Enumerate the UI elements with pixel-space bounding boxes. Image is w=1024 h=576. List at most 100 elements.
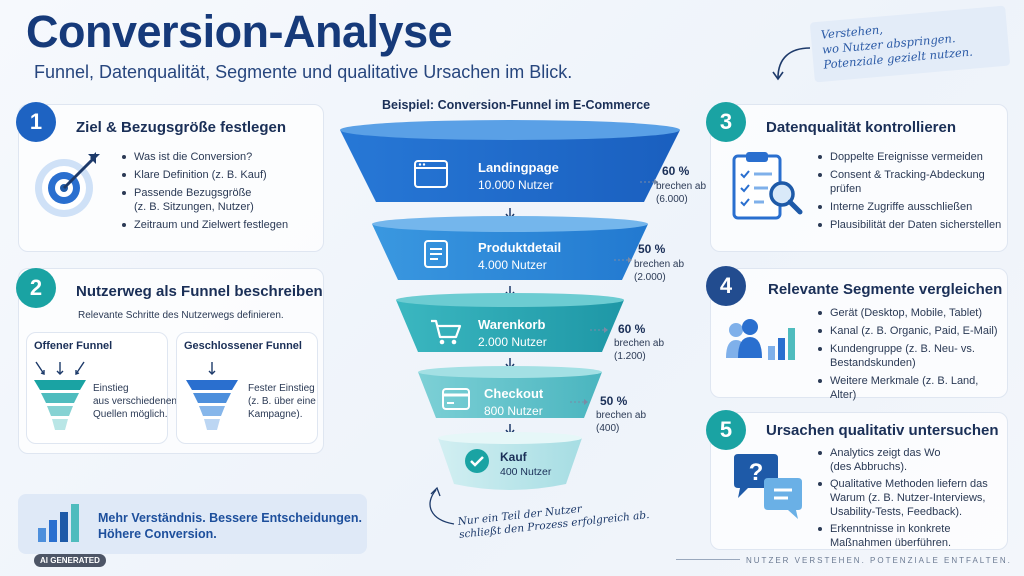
closed-funnel-icon: [186, 362, 238, 430]
list-item: Erkenntnisse in konkrete Maßnahmen überf…: [818, 522, 1004, 550]
dropoff-pct-produktdetail: 50 %: [638, 242, 666, 256]
footer-line-2: Höhere Conversion.: [98, 527, 217, 541]
list-item: Plausibilität der Daten sicherstellen: [818, 218, 1004, 232]
dropoff-count: (6.000): [656, 194, 688, 205]
funnel-stage-landingpage-top: [340, 120, 680, 140]
list-item: Passende Bezugsgröße (z. B. Sitzungen, N…: [122, 186, 312, 214]
section-1-list: Was ist die Conversion? Klare Definition…: [122, 150, 312, 236]
section-1-number: 1: [16, 102, 56, 142]
ai-generated-badge: AI GENERATED: [34, 554, 106, 567]
dropoff-count: (2.000): [634, 272, 666, 283]
dropoff-count: (400): [596, 423, 620, 434]
open-funnel-text-line: aus verschiedenen: [93, 396, 177, 407]
section-5-title: Ursachen qualitativ untersuchen: [766, 422, 999, 439]
checklist-icon: [732, 152, 803, 220]
closed-funnel-text-line: Kampagne).: [248, 409, 303, 420]
funnel-stage-checkout-top: [418, 366, 602, 378]
check-icon: [465, 449, 489, 473]
open-funnel-text-line: Einstieg: [93, 383, 129, 394]
stage-label-produktdetail: Produktdetail: [478, 240, 562, 255]
browser-icon: [414, 160, 448, 188]
section-2-number: 2: [16, 268, 56, 308]
list-item: Klare Definition (z. B. Kauf): [122, 168, 312, 182]
list-item: Kundengruppe (z. B. Neu- vs. Bestandskun…: [818, 342, 1004, 370]
section-4-list: Gerät (Desktop, Mobile, Tablet) Kanal (z…: [818, 306, 1004, 406]
footer-line-1: Mehr Verständnis. Bessere Entscheidungen…: [98, 511, 362, 525]
section-1-title: Ziel & Bezugsgröße festlegen: [76, 119, 287, 136]
open-funnel-text: Einstieg aus verschiedenen Quellen mögli…: [93, 382, 177, 421]
list-item: Interne Zugriffe ausschließen: [818, 200, 1004, 214]
section-2-title: Nutzerweg als Funnel beschreiben: [76, 283, 323, 300]
dropoff-text-landingpage: brechen ab (6.000): [656, 180, 706, 206]
closed-funnel-text-line: (z. B. über eine: [248, 396, 316, 407]
stage-value-warenkorb: 2.000 Nutzer: [478, 335, 547, 349]
funnel-stage-warenkorb-top: [396, 293, 624, 307]
section-4-title: Relevante Segmente vergleichen: [768, 281, 1003, 298]
funnel-stage-kauf-top: [438, 432, 582, 444]
dropoff-pct-warenkorb: 60 %: [618, 322, 646, 336]
stage-label-warenkorb: Warenkorb: [478, 317, 546, 332]
open-funnel-title: Offener Funnel: [34, 340, 113, 352]
section-3-title: Datenqualität kontrollieren: [766, 119, 957, 136]
dropoff-text-line: brechen ab: [634, 259, 685, 270]
funnel-stage-warenkorb: [396, 300, 624, 352]
funnel-stage-checkout: [418, 372, 602, 418]
dropoff-pct-checkout: 50 %: [600, 394, 628, 408]
bottom-slogan: NUTZER VERSTEHEN. POTENZIALE ENTFALTEN.: [746, 556, 1012, 565]
dropoff-text-line: brechen ab: [656, 181, 707, 192]
list-item: Consent & Tracking-Abdeckung prüfen: [818, 168, 1004, 196]
list-item: Was ist die Conversion?: [122, 150, 312, 164]
list-item: Analytics zeigt das Wo (des Abbruchs).: [818, 446, 1004, 474]
open-funnel-icon: [34, 361, 86, 430]
section-2-description: Relevante Schritte des Nutzerwegs defini…: [78, 310, 284, 321]
chat-question-icon: ?: [734, 454, 802, 519]
closed-funnel-title: Geschlossener Funnel: [184, 340, 302, 352]
funnel-title: Beispiel: Conversion-Funnel im E-Commerc…: [382, 98, 651, 112]
list-item: Gerät (Desktop, Mobile, Tablet): [818, 306, 1004, 320]
slogan-divider: [676, 559, 740, 560]
stage-value-landingpage: 10.000 Nutzer: [478, 178, 554, 192]
section-5-list: Analytics zeigt das Wo (des Abbruchs). Q…: [818, 446, 1004, 554]
footer-message: Mehr Verständnis. Bessere Entscheidungen…: [98, 510, 362, 542]
target-icon: [35, 152, 100, 217]
page-subtitle: Funnel, Datenqualität, Segmente und qual…: [34, 62, 573, 82]
list-item: Qualitative Methoden liefern das Warum (…: [818, 477, 1004, 519]
dropoff-text-produktdetail: brechen ab (2.000): [634, 258, 684, 284]
stage-label-checkout: Checkout: [484, 386, 544, 401]
section-5-card: [710, 412, 1008, 550]
section-3-number: 3: [706, 102, 746, 142]
open-funnel-text-line: Quellen möglich.: [93, 409, 168, 420]
stage-label-landingpage: Landingpage: [478, 160, 559, 175]
dropoff-text-line: brechen ab: [614, 338, 665, 349]
dropoff-count: (1.200): [614, 351, 646, 362]
curved-arrow-icon: [772, 47, 811, 81]
card-icon: [442, 388, 470, 410]
closed-funnel-text: Fester Einstieg (z. B. über eine Kampagn…: [248, 382, 316, 421]
dropoff-pct-landingpage: 60 %: [662, 164, 690, 178]
section-3-list: Doppelte Ereignisse vermeiden Consent & …: [818, 150, 1004, 236]
dropoff-text-checkout: brechen ab (400): [596, 409, 646, 435]
list-item: Doppelte Ereignisse vermeiden: [818, 150, 1004, 164]
segments-icon: [726, 319, 795, 360]
dropoff-text-warenkorb: brechen ab (1.200): [614, 337, 664, 363]
section-4-card: [710, 268, 1008, 398]
document-icon: [424, 240, 448, 268]
stage-label-kauf: Kauf: [500, 450, 527, 464]
section-5-number: 5: [706, 410, 746, 450]
closed-funnel-text-line: Fester Einstieg: [248, 383, 315, 394]
cart-icon: [431, 319, 462, 345]
section-4-number: 4: [706, 266, 746, 306]
list-item: Kanal (z. B. Organic, Paid, E-Mail): [818, 324, 1004, 338]
stage-value-produktdetail: 4.000 Nutzer: [478, 258, 547, 272]
svg-text:?: ?: [749, 459, 764, 486]
funnel-stage-produktdetail-top: [372, 216, 648, 232]
stage-value-checkout: 800 Nutzer: [484, 404, 543, 418]
dropoff-text-line: brechen ab: [596, 410, 647, 421]
list-item: Weitere Merkmale (z. B. Land, Alter): [818, 374, 1004, 402]
page-title: Conversion-Analyse: [26, 6, 453, 57]
stage-value-kauf: 400 Nutzer: [500, 466, 552, 478]
bar-chart-icon: [38, 504, 79, 542]
list-item: Zeitraum und Zielwert festlegen: [122, 218, 312, 232]
funnel-stage-landingpage: [340, 130, 680, 202]
